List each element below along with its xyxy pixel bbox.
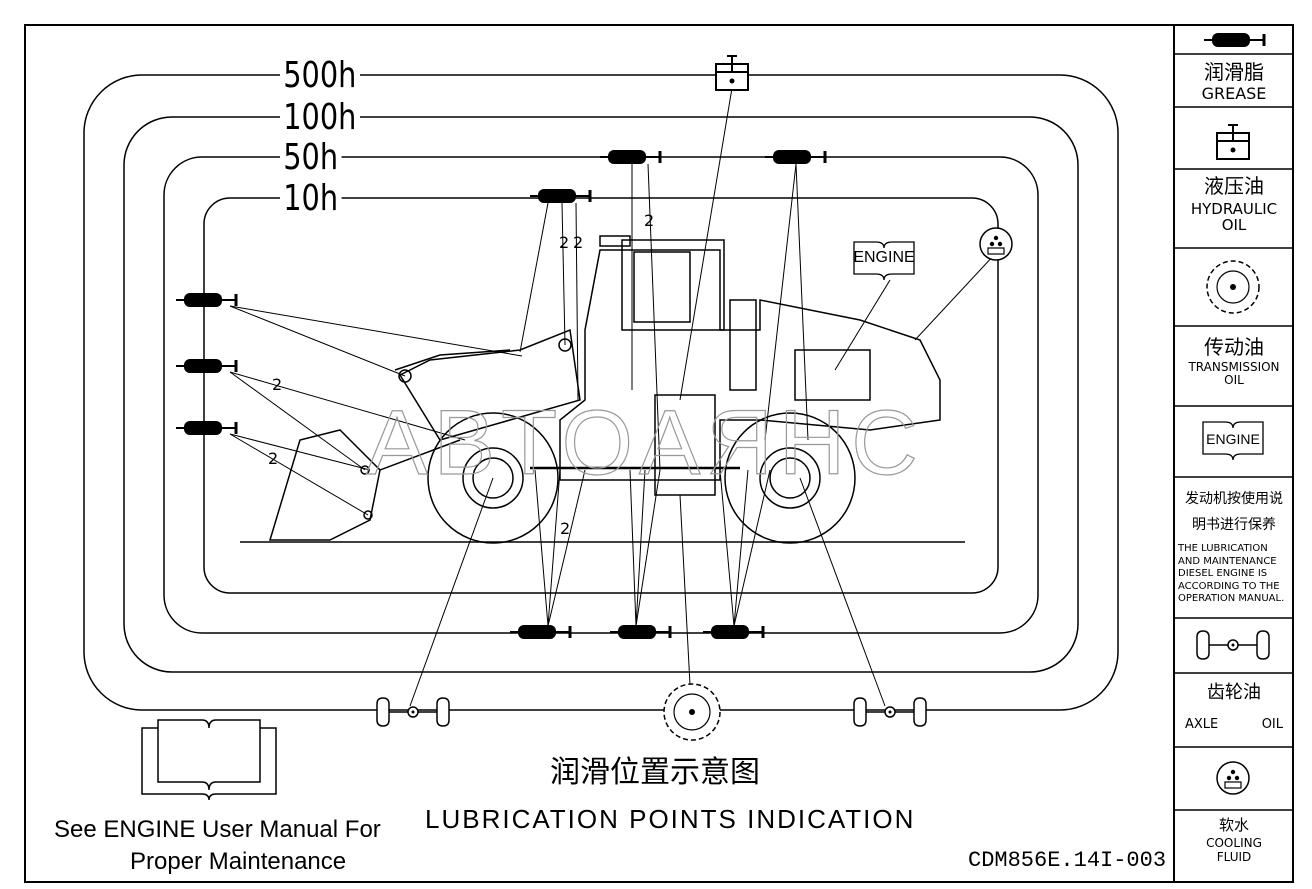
title-en: LUBRICATION POINTS INDICATION: [425, 804, 916, 834]
axle-oil-icon: [853, 697, 927, 727]
legend-grease-en: GREASE: [1201, 84, 1267, 103]
grease-fitting-icon: [508, 623, 572, 641]
multiplier-label: 2: [272, 375, 282, 394]
legend-cooling-cn: 软水: [1218, 816, 1249, 834]
legend-axle-en-left: AXLE: [1185, 717, 1219, 732]
legend-grease-cn: 润滑脂: [1204, 60, 1264, 84]
interval-50h: 50h: [280, 140, 342, 176]
transmission-oil-icon: [663, 683, 721, 741]
interval-10h: 10h: [280, 181, 342, 217]
grease-fitting-icon: [174, 419, 238, 437]
legend-transmission-icon: [1206, 260, 1260, 314]
leader-lines: [229, 87, 996, 707]
legend-engine-label: ENGINE: [1206, 431, 1260, 447]
legend-transmission-cn: 传动油: [1204, 335, 1264, 359]
multiplier-label: 2: [560, 519, 570, 538]
legend-axle-cn: 齿轮油: [1207, 682, 1261, 703]
loop-100h: [123, 116, 1079, 673]
grease-fitting-icon: [528, 187, 592, 205]
multiplier-label: 2: [559, 233, 569, 252]
grease-fitting-icon: [598, 148, 662, 166]
grease-fitting-icon: [608, 623, 672, 641]
legend-grid: [1174, 53, 1293, 811]
legend-transmission-en: TRANSMISSION OIL: [1188, 360, 1280, 387]
multiplier-label: 2: [573, 233, 583, 252]
engine-plate-label: ENGINE: [853, 249, 914, 266]
watermark: ABTOAЯHC: [366, 392, 924, 494]
multiplier-label: 2: [268, 449, 278, 468]
grease-fitting-icon: [701, 623, 765, 641]
manual-book-icon: [140, 718, 278, 802]
multiplier-label: 2: [644, 211, 654, 230]
grease-fitting-icon: [174, 357, 238, 375]
wheel-loader-drawing: [240, 235, 965, 544]
legend-hydraulic-en: HYDRAULIC OIL: [1190, 200, 1278, 234]
legend-engine-cn: 发动机按使用说明书进行保养: [1185, 491, 1283, 533]
manual-note-line2: Proper Maintenance: [130, 848, 347, 875]
drawing-frame: [24, 24, 1294, 883]
legend-axle-en-right: OIL: [1261, 717, 1283, 732]
grease-fitting-icon: [763, 148, 827, 166]
legend-cooling-en: COOLING FLUID: [1206, 836, 1262, 865]
axle-oil-icon: [376, 697, 450, 727]
loop-500h: [83, 74, 1119, 711]
drawing-number: CDM856E.14I-003: [968, 848, 1167, 873]
grease-fitting-icon: [174, 291, 238, 309]
interval-100h: 100h: [280, 100, 360, 136]
title-cn: 润滑位置示意图: [550, 755, 760, 790]
manual-note-line1: See ENGINE User Manual For: [54, 816, 381, 843]
loop-10h: [203, 197, 999, 594]
interval-500h: 500h: [280, 58, 360, 94]
hydraulic-oil-icon: [715, 55, 749, 91]
legend-engine-en: THE LUBRICATION AND MAINTENANCE DIESEL E…: [1178, 543, 1285, 604]
cooling-fluid-icon: [979, 227, 1013, 261]
legend-hydraulic-cn: 液压油: [1204, 174, 1264, 198]
